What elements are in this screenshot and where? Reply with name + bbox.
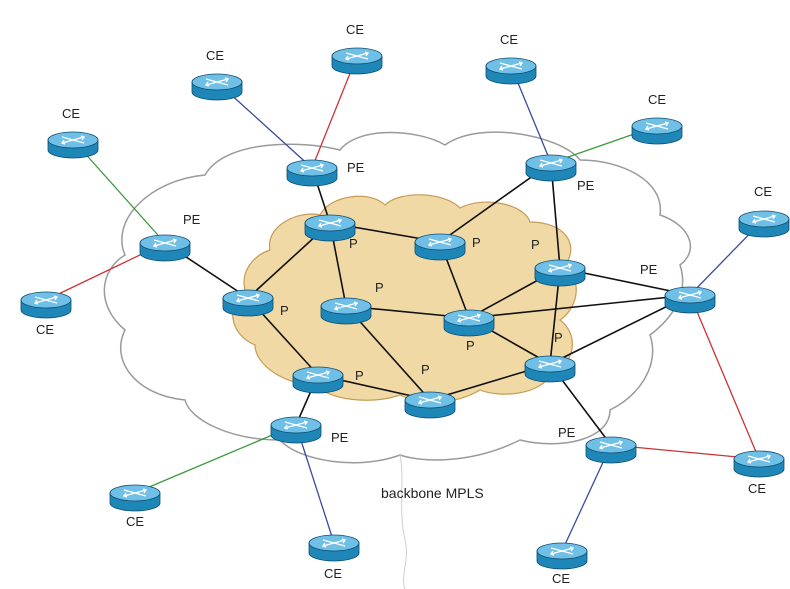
label-ce9: CE (748, 481, 766, 496)
label-ce11: CE (552, 571, 570, 586)
router-arrows-icon (204, 77, 230, 87)
link-pe4-ce9 (689, 294, 760, 460)
label-ce4: CE (346, 22, 364, 37)
router-p3[interactable] (320, 297, 372, 325)
router-p1[interactable] (222, 289, 274, 317)
router-arrows-icon (751, 214, 777, 224)
label-p4: P (472, 235, 481, 250)
router-pe4[interactable] (664, 286, 716, 314)
router-arrows-icon (60, 135, 86, 145)
label-p1: P (280, 303, 289, 318)
caption-backbone-mpls: backbone MPLS (381, 485, 484, 501)
router-arrows-icon (283, 420, 309, 430)
router-ce8[interactable] (109, 484, 161, 512)
link-pe4-p7 (468, 294, 691, 319)
router-pe6[interactable] (270, 416, 322, 444)
outer-cloud (103, 131, 691, 464)
router-arrows-icon (549, 546, 575, 556)
link-pe1-ce1 (72, 139, 166, 244)
label-ce2: CE (36, 322, 54, 337)
link-pe6-ce10 (295, 424, 335, 544)
label-ce1: CE (62, 106, 80, 121)
router-pe1[interactable] (139, 234, 191, 262)
routers-layer: CE CE CE CE CE CE CE CE CE CE CE PE PE PE PE PE PE P P P P P P… (20, 22, 790, 586)
router-arrows-icon (299, 163, 325, 173)
router-ce2[interactable] (20, 291, 72, 319)
link-pe2-ce4 (311, 55, 358, 169)
cloud-tail (399, 454, 407, 589)
router-arrows-icon (305, 370, 331, 380)
label-pe5: PE (558, 425, 576, 440)
router-p7[interactable] (443, 309, 495, 337)
label-pe1: PE (183, 212, 201, 227)
router-arrows-icon (417, 395, 443, 405)
router-ce7[interactable] (738, 210, 790, 238)
router-p9[interactable] (404, 391, 456, 419)
label-ce10: CE (324, 566, 342, 581)
label-p3: P (375, 280, 384, 295)
router-arrows-icon (538, 158, 564, 168)
router-p4[interactable] (414, 233, 466, 261)
router-ce9[interactable] (733, 450, 785, 478)
router-arrows-icon (152, 238, 178, 248)
router-arrows-icon (537, 359, 563, 369)
router-ce5[interactable] (485, 57, 537, 85)
router-arrows-icon (547, 263, 573, 273)
label-pe4: PE (640, 262, 658, 277)
label-pe2: PE (347, 160, 365, 175)
router-arrows-icon (498, 61, 524, 71)
core-cloud (232, 194, 577, 403)
label-ce7: CE (754, 184, 772, 199)
router-ce1[interactable] (47, 131, 99, 159)
router-ce11[interactable] (536, 542, 588, 570)
router-p5[interactable] (534, 259, 586, 287)
label-p7: P (466, 338, 475, 353)
router-arrows-icon (456, 313, 482, 323)
router-ce3[interactable] (191, 73, 243, 101)
router-pe3[interactable] (525, 154, 577, 182)
router-arrows-icon (746, 454, 772, 464)
label-p6: P (355, 368, 364, 383)
label-pe3: PE (577, 178, 595, 193)
label-pe6: PE (331, 430, 349, 445)
router-arrows-icon (344, 51, 370, 61)
router-p2[interactable] (304, 214, 356, 242)
router-ce10[interactable] (308, 534, 360, 562)
router-pe5[interactable] (585, 436, 637, 464)
router-p6[interactable] (292, 366, 344, 394)
router-arrows-icon (598, 440, 624, 450)
label-p5: P (531, 237, 540, 252)
label-p2: P (349, 236, 358, 251)
router-ce4[interactable] (331, 47, 383, 75)
router-arrows-icon (317, 218, 343, 228)
router-arrows-icon (33, 295, 59, 305)
label-ce6: CE (648, 92, 666, 107)
label-ce8: CE (126, 514, 144, 529)
label-p9: P (421, 362, 430, 377)
router-arrows-icon (235, 293, 261, 303)
router-ce6[interactable] (631, 117, 683, 145)
router-pe2[interactable] (286, 159, 338, 187)
router-arrows-icon (427, 237, 453, 247)
router-arrows-icon (677, 290, 703, 300)
router-arrows-icon (122, 488, 148, 498)
router-arrows-icon (333, 301, 359, 311)
label-ce5: CE (500, 32, 518, 47)
link-pe6-ce8 (134, 424, 297, 494)
router-arrows-icon (644, 121, 670, 131)
router-arrows-icon (321, 538, 347, 548)
label-p8: P (554, 330, 563, 345)
label-ce3: CE (206, 48, 224, 63)
router-p8[interactable] (524, 355, 576, 383)
